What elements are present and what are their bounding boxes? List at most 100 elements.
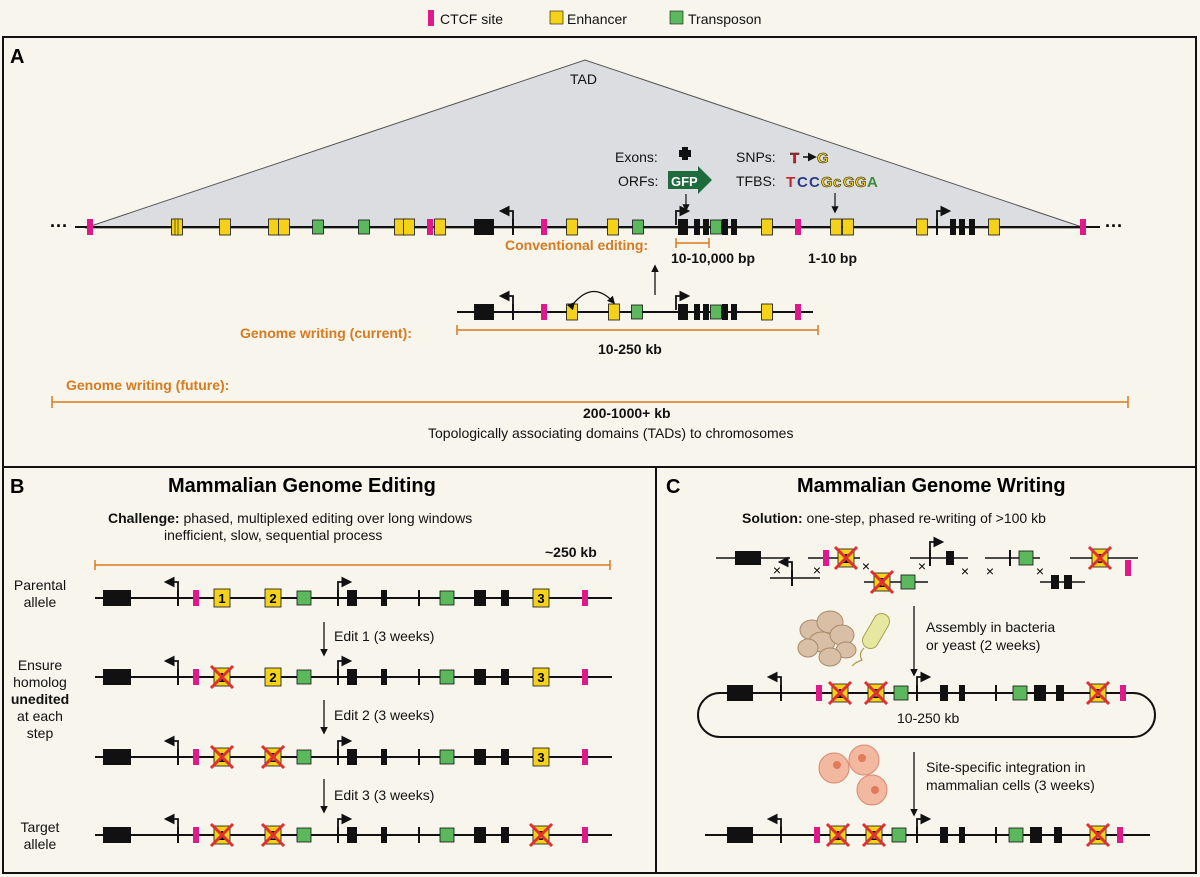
legend-enhancer-label: Enhancer [567,11,627,27]
exon [103,590,131,606]
tfbs-letter: c [833,174,841,191]
enhancer [403,218,415,236]
ctcf-site [795,304,801,320]
enhancer-number: 3 [537,591,544,606]
crossover-mark: × [986,563,994,579]
enhancer-loop-arrow [566,290,616,311]
svg-text:unedited: unedited [11,691,69,707]
exon [474,219,494,235]
snps-label: SNPs: [736,149,776,165]
enhancer [434,218,446,236]
promoter-arrow-left [766,671,782,691]
exon-size: 10-10,000 bp [671,250,755,266]
svg-text:at each: at each [17,708,63,724]
legend-transposon-swatch [669,10,684,25]
exon [950,219,956,235]
exon [959,827,965,843]
enhancer-number: 3 [537,750,544,765]
exon [727,685,753,701]
cross-out [1085,822,1111,848]
transposon [296,590,312,606]
ctcf-site [582,827,588,843]
exon [347,669,357,685]
challenge-line2: inefficient, slow, sequential process [164,527,382,543]
yeast-cells-icon [797,610,857,667]
cross-out [209,744,235,770]
exon [722,219,728,235]
transposon [439,749,455,765]
transposon [710,219,722,235]
future-size: 200-1000+ kb [583,405,671,421]
exon [474,749,486,765]
orfs-label: ORFs: [618,173,658,189]
exon [1064,575,1072,589]
exon [940,685,948,701]
cross-out [861,822,887,848]
tfbs-sequence: T C C G c G G A [786,174,878,192]
edit3-label: Edit 3 (3 weeks) [334,787,434,803]
enhancer-number: 2 [269,670,276,685]
crossover-mark: × [862,558,870,574]
transposon [632,219,644,235]
row-label-target: Target allele [21,819,60,852]
exon [940,827,948,843]
ctcf-site [87,219,93,235]
transposon [893,685,909,701]
enhancer [174,218,179,236]
tfbs-letter: T [786,174,795,191]
exon [727,827,753,843]
transposon [296,827,312,843]
dots-left: ··· [50,216,68,236]
plasmid-size: 10-250 kb [897,710,959,726]
plasmid-ring [697,692,1156,738]
exon [703,304,709,320]
ctcf-site [541,219,547,235]
chromosome-a-current [457,290,813,321]
crossover-mark: × [813,562,821,578]
cross-out [869,569,895,595]
exon [381,827,387,843]
enhancer [268,218,280,236]
svg-text:Ensure: Ensure [18,657,63,673]
future-description: Topologically associating domains (TADs)… [428,425,793,441]
transposon [312,219,324,235]
promoter-arrow-right [929,536,945,556]
exon [678,219,688,235]
dna-fragments: 123××××××× [716,536,1138,595]
panel-c-title: Mammalian Genome Writing [797,475,1066,497]
svg-text:Target: Target [21,819,60,835]
conventional-label: Conventional editing: [505,237,648,253]
transposon [900,574,916,590]
enhancer [566,303,578,321]
chromosome-a [75,205,1100,236]
transposon [1008,827,1024,843]
current-range-bar [456,325,819,335]
numbered-enhancer [532,667,550,687]
exon [969,219,975,235]
promoter-arrow-right [916,671,932,691]
exon-range-bar [675,238,710,248]
snp-from: T [790,150,799,167]
exons-label: Exons: [615,149,658,165]
assembly-line2: or yeast (2 weeks) [926,637,1040,653]
numbered-enhancer [213,588,231,608]
tfbs-letter: G [843,174,855,191]
exon [731,304,737,320]
promoter-arrow-right [337,655,353,675]
crossover-mark: × [918,558,926,574]
crossover-mark: × [1036,563,1044,579]
exon [678,304,688,320]
cross-out [209,822,235,848]
exon [381,749,387,765]
promoter-arrow-left [163,813,179,833]
exon [1054,827,1062,843]
enhancer [607,218,619,236]
enhancer [842,218,854,236]
transposon [1012,685,1028,701]
enhancer [916,218,928,236]
exon [1051,575,1059,589]
exon [381,669,387,685]
exon [347,590,357,606]
edit2-label: Edit 2 (3 weeks) [334,707,434,723]
